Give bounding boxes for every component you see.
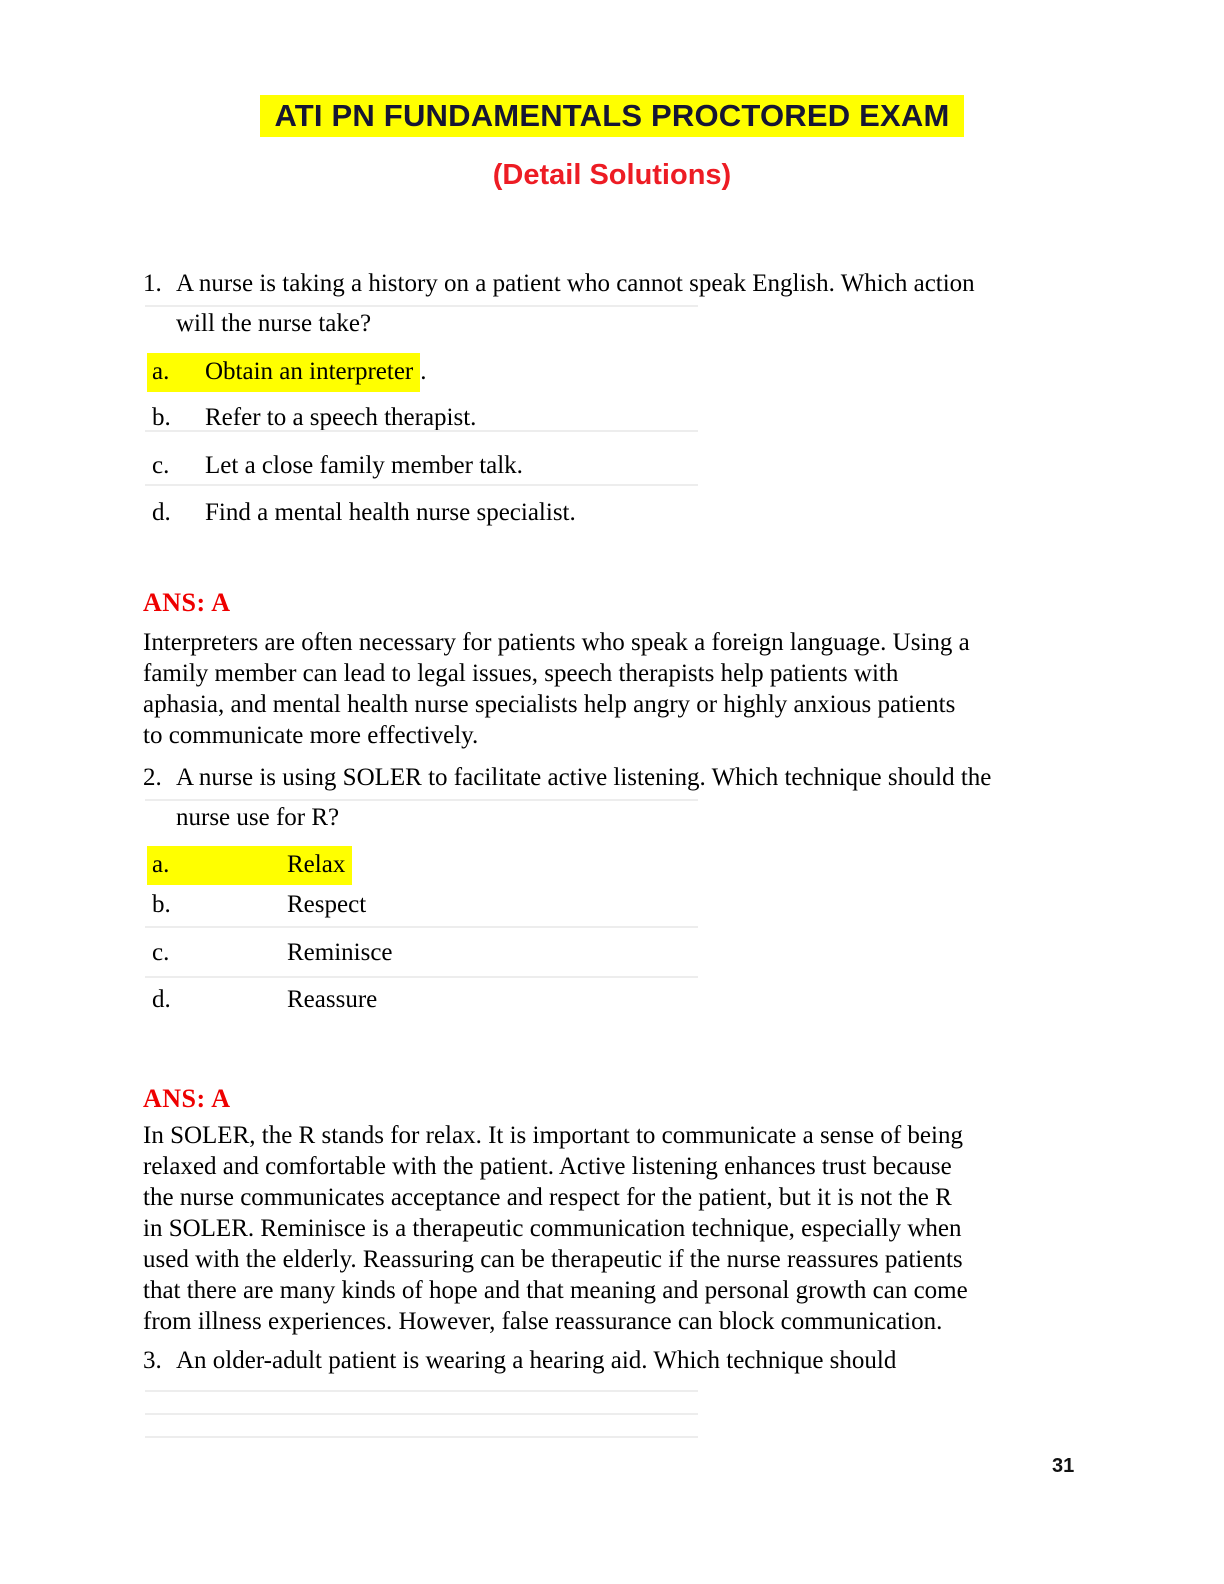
option-letter: d. xyxy=(152,499,171,526)
question-2-text: A nurse is using SOLER to facilitate act… xyxy=(176,764,992,831)
question-3: 3. An older-adult patient is wearing a h… xyxy=(143,1341,1103,1381)
separator-line xyxy=(145,484,698,486)
title-row: ATI PN FUNDAMENTALS PROCTORED EXAM xyxy=(0,95,1224,137)
option-text: Let a close family member talk. xyxy=(205,452,523,479)
question-3-text: An older-adult patient is wearing a hear… xyxy=(176,1347,897,1374)
question-1-text: A nurse is taking a history on a patient… xyxy=(176,270,975,337)
option-text: Relax xyxy=(287,851,346,878)
option-letter: d. xyxy=(152,986,171,1013)
separator-line xyxy=(145,430,698,432)
option-text: Refer to a speech therapist. xyxy=(205,404,477,431)
question-2: 2. A nurse is using SOLER to facilitate … xyxy=(143,758,1103,838)
option-text: Find a mental health nurse specialist. xyxy=(205,499,576,526)
question-1: 1. A nurse is taking a history on a pati… xyxy=(143,264,1103,344)
separator-line xyxy=(145,976,698,978)
answer-highlight: a. Relax xyxy=(147,846,353,885)
option-text: Respect xyxy=(287,891,367,918)
question-3-number: 3. xyxy=(143,1347,162,1374)
question-1-option-d: d. Find a mental health nurse specialist. xyxy=(147,494,583,533)
explanation-2: In SOLER, the R stands for relax. It is … xyxy=(143,1122,968,1335)
question-2-number: 2. xyxy=(143,764,162,791)
question-2-option-b: b. Respect xyxy=(147,886,373,925)
separator-line xyxy=(145,305,698,307)
separator-line xyxy=(145,926,698,928)
option-text: Obtain an interpreter xyxy=(205,358,414,385)
option-suffix: . xyxy=(420,358,427,385)
blank-answer-line xyxy=(145,1436,698,1438)
answer-label-1: ANS: A xyxy=(143,588,231,617)
page-subtitle: (Detail Solutions) xyxy=(492,159,732,191)
question-1-number: 1. xyxy=(143,270,162,297)
question-1-option-b: b. Refer to a speech therapist. xyxy=(147,399,483,438)
blank-answer-line xyxy=(145,1390,698,1392)
option-letter: a. xyxy=(152,358,170,385)
option-letter: c. xyxy=(152,452,170,479)
answer-label-2: ANS: A xyxy=(143,1084,231,1113)
question-2-option-a: a. Relax xyxy=(147,846,353,885)
question-2-option-d: d. Reassure xyxy=(147,981,384,1020)
question-1-option-c: c. Let a close family member talk. xyxy=(147,447,530,486)
question-2-option-c: c. Reminisce xyxy=(147,934,400,973)
option-letter: b. xyxy=(152,891,171,918)
option-text: Reassure xyxy=(287,986,378,1013)
explanation-1: Interpreters are often necessary for pat… xyxy=(143,629,970,749)
option-text: Reminisce xyxy=(287,939,393,966)
option-letter: c. xyxy=(152,939,170,966)
blank-answer-line xyxy=(145,1413,698,1415)
page-title: ATI PN FUNDAMENTALS PROCTORED EXAM xyxy=(260,95,964,137)
answer-highlight: a. Obtain an interpreter xyxy=(147,353,421,392)
page-number: 31 xyxy=(1052,1455,1075,1477)
separator-line xyxy=(145,799,698,801)
option-letter: a. xyxy=(152,851,170,878)
question-1-option-a: a. Obtain an interpreter. xyxy=(147,353,427,392)
option-letter: b. xyxy=(152,404,171,431)
